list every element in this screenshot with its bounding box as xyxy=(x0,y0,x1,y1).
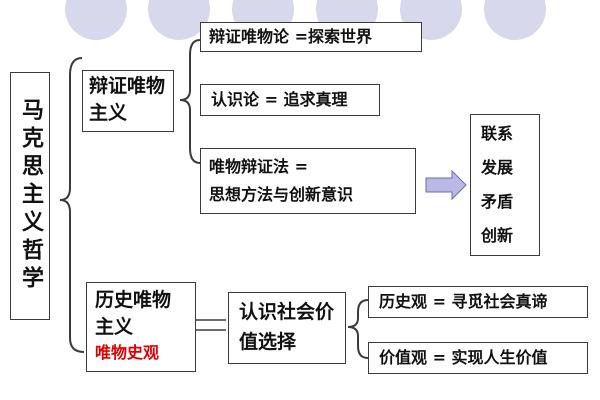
root-brace xyxy=(59,57,85,353)
historical-materialism-title: 历史唯物主义 xyxy=(95,289,172,338)
dialectical-item-materialism: 辩证唯物论 =探索世界 xyxy=(200,22,422,52)
social-values-brace xyxy=(347,299,369,359)
root-label: 马克思主义哲学 xyxy=(18,98,43,294)
concept-development: 发展 xyxy=(481,158,514,177)
dialectical-item-label: 辩证唯物论 =探索世界 xyxy=(209,27,372,46)
root-box: 马克思主义哲学 xyxy=(10,72,50,320)
concept-contradiction: 矛盾 xyxy=(481,192,514,211)
dialectical-materialism-title: 辩证唯物主义 xyxy=(89,75,166,124)
dialectical-item-epistemology: 认识论 = 追求真理 xyxy=(200,84,380,116)
dialectical-materialism-box: 辩证唯物主义 xyxy=(82,70,174,132)
historical-item-label: 历史观 = 寻觅社会真谛 xyxy=(379,292,548,311)
social-values-box: 认识社会价值选择 xyxy=(228,292,346,364)
concept-innovation: 创新 xyxy=(481,226,514,245)
dialectical-item-dialectics: 唯物辩证法 = 思想方法与创新意识 xyxy=(200,148,416,214)
historical-item-label: 价值观 = 实现人生价值 xyxy=(379,348,548,367)
historical-item-history: 历史观 = 寻觅社会真谛 xyxy=(368,286,588,318)
dialectical-item-label: 认识论 = 追求真理 xyxy=(211,90,348,109)
dialectics-concepts-box: 联系 发展 矛盾 创新 xyxy=(470,114,540,256)
dialectical-brace xyxy=(179,39,201,164)
dialectical-item-line2: 思想方法与创新意识 xyxy=(209,185,354,204)
concept-link: 联系 xyxy=(481,124,514,143)
historical-materialism-box: 历史唯物主义 唯物史观 xyxy=(86,282,196,372)
dialectical-item-line1: 唯物辩证法 = xyxy=(209,157,308,176)
historical-item-values: 价值观 = 实现人生价值 xyxy=(368,342,588,374)
social-values-title: 认识社会价值选择 xyxy=(239,301,335,353)
arrow-right-icon xyxy=(425,169,467,201)
historical-materialism-subtitle: 唯物史观 xyxy=(95,343,160,362)
